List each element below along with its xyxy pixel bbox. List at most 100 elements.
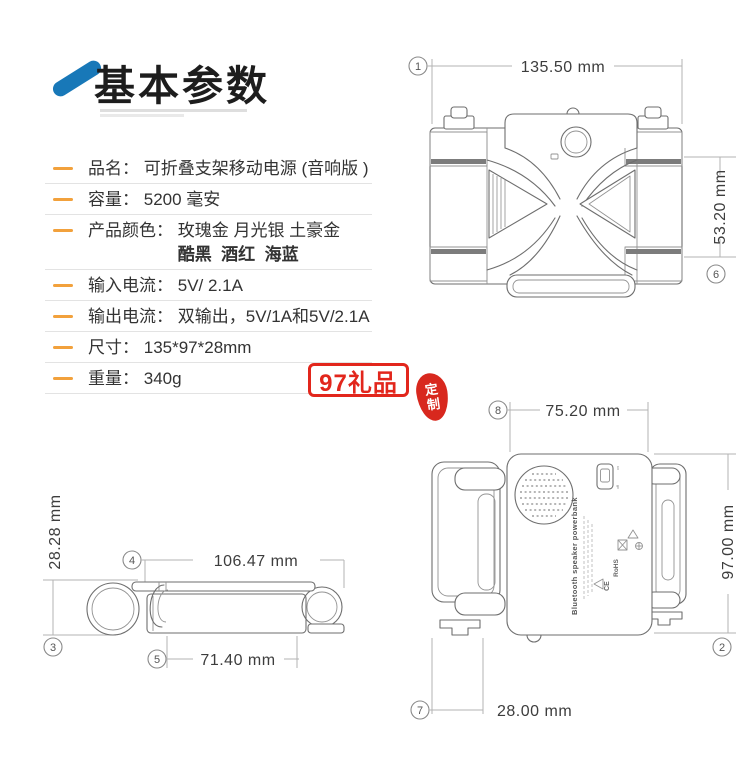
- spec-label: 尺寸：: [88, 338, 144, 357]
- foot-left: [439, 619, 481, 636]
- stand-cutout-left: [488, 169, 548, 239]
- spec-value: 340g: [143, 369, 182, 388]
- bottom-nub: [526, 634, 542, 643]
- right-ledge: [307, 623, 345, 634]
- spec-row-colors: 产品颜色： 玫瑰金 月光银 土豪金 酷黑 酒红 海蓝: [45, 215, 372, 270]
- side-bottom-width-label: 71.40 mm: [200, 652, 275, 669]
- marker-6-circle: [706, 264, 726, 284]
- screw-icon: [635, 542, 643, 550]
- dimension-width-135: 1 135.50 mm: [408, 56, 683, 124]
- spec-label: 重量：: [88, 369, 144, 388]
- spec-value: 玫瑰金 月光银 土豪金: [177, 221, 341, 240]
- side-top-width-label: 106.47 mm: [214, 553, 299, 570]
- spec-label: 容量：: [88, 190, 144, 209]
- recycle-icon: [627, 529, 639, 539]
- marker-1: 1: [415, 61, 421, 73]
- hinge-hook: [149, 584, 165, 628]
- marker-2: 2: [719, 642, 725, 654]
- stand-arm-left: [431, 461, 506, 636]
- marker-8: 8: [495, 405, 501, 417]
- watermark-seal: 定 制: [413, 371, 452, 423]
- spec-row-capacity: 容量： 5200 毫安: [45, 184, 372, 215]
- spec-row-input-current: 输入电流： 5V/ 2.1A: [45, 270, 372, 301]
- power-switch: on off: [596, 463, 620, 490]
- spec-row-size: 尺寸： 135*97*28mm: [45, 332, 372, 363]
- switch-off-label: off: [616, 485, 620, 489]
- device-side-view: [86, 581, 345, 636]
- spec-label: 品名：: [88, 159, 144, 178]
- switch-on-label: on: [616, 466, 620, 470]
- bottom-tab: [506, 274, 636, 298]
- spec-value: 5200 毫安: [143, 190, 221, 209]
- back-top-width-label: 75.20 mm: [545, 403, 620, 420]
- back-bottom-width-label: 28.00 mm: [497, 703, 572, 720]
- device-back-panel: on off Bluetooth speaker powerbank CE Ro…: [506, 453, 653, 643]
- spec-row-weight: 重量： 340g: [45, 363, 372, 394]
- watermark-brand: 97礼品: [308, 363, 409, 397]
- marker-7: 7: [417, 705, 423, 717]
- seal-text-bottom: 制: [426, 396, 442, 413]
- spec-label: 产品颜色：: [88, 221, 178, 240]
- drawing-back-view: 8 75.20 mm 97.00 mm 2 7 28.00 mm: [410, 400, 737, 720]
- button-circle: [560, 126, 592, 158]
- device-label-text: Bluetooth speaker powerbank: [570, 497, 579, 615]
- marker-5: 5: [154, 654, 160, 666]
- back-height-dim-label: 97.00 mm: [720, 504, 737, 579]
- drawing-side-view: 28.28 mm 3 4 106.47 mm: [43, 494, 345, 669]
- spec-label: 输入电流：: [88, 276, 178, 295]
- crossed-bin-icon: [617, 539, 628, 551]
- dimension-height-97: 97.00 mm 2: [654, 453, 737, 657]
- rolled-end-right: [301, 586, 343, 628]
- x-fold-curves: [486, 147, 638, 276]
- dash-bullet-icon: [53, 377, 73, 380]
- dimension-width-28: 7 28.00 mm: [410, 638, 572, 720]
- spec-list: 品名： 可折叠支架移动电源 (音响版 ) 容量： 5200 毫安 产品颜色： 玫…: [45, 153, 372, 394]
- dimension-width-106: 4 106.47 mm: [122, 550, 345, 588]
- arm-pill-bottom-left: [454, 592, 506, 616]
- spec-row-output-current: 输出电流： 双输出，5V/1A和5V/2.1A: [45, 301, 372, 332]
- width-dim-label: 135.50 mm: [521, 59, 606, 76]
- dimension-height-28: 28.28 mm 3: [43, 494, 138, 657]
- hinge-bumps: [443, 106, 669, 130]
- marker-2-circle: [712, 637, 732, 657]
- title-subtext-decoration: [100, 109, 247, 112]
- spec-value-line2: 酷黑 酒红 海蓝: [177, 245, 299, 264]
- certification-marks: CE RoHS: [593, 529, 643, 591]
- dimension-width-75: 8 75.20 mm: [488, 400, 649, 452]
- spec-label: 输出电流：: [88, 307, 178, 326]
- top-plate: [131, 581, 316, 592]
- marker-3: 3: [50, 642, 56, 654]
- dimension-width-71: 5 71.40 mm: [147, 636, 299, 669]
- spec-value: 135*97*28mm: [143, 338, 252, 357]
- led-dot: [550, 153, 559, 160]
- spec-value: 5V/ 2.1A: [177, 276, 243, 295]
- foot-right: [649, 611, 683, 626]
- top-panel: [504, 113, 638, 148]
- spec-row-name: 品名： 可折叠支架移动电源 (音响版 ): [45, 153, 372, 184]
- device-top-view: [429, 106, 683, 298]
- fine-print-lines: [583, 516, 593, 600]
- ce-mark: CE: [604, 581, 611, 591]
- arm-pill-top-left: [454, 467, 506, 491]
- dash-bullet-icon: [53, 229, 73, 232]
- rohs-mark: RoHS: [613, 558, 620, 576]
- dash-bullet-icon: [53, 346, 73, 349]
- marker-6: 6: [713, 269, 719, 281]
- dash-bullet-icon: [53, 167, 73, 170]
- marker-4: 4: [129, 555, 135, 567]
- side-height-dim-label: 28.28 mm: [47, 494, 64, 569]
- height-dim-label: 53.20 mm: [712, 169, 729, 244]
- spec-value: 可折叠支架移动电源 (音响版 ): [143, 159, 369, 178]
- speaker-grille: [514, 465, 574, 525]
- dash-bullet-icon: [53, 315, 73, 318]
- stand-cutout-right: [579, 169, 636, 239]
- warning-triangle-icon: [593, 578, 604, 590]
- spec-value: 双输出，5V/1A和5V/2.1A: [177, 307, 370, 326]
- page-title: 基本参数: [94, 63, 270, 109]
- dimension-height-53: 53.20 mm 6: [684, 156, 736, 284]
- drawing-top-view: 1 135.50 mm: [408, 56, 736, 298]
- top-nub: [566, 107, 580, 115]
- marker-3-circle: [43, 637, 63, 657]
- body-slab: [146, 593, 307, 634]
